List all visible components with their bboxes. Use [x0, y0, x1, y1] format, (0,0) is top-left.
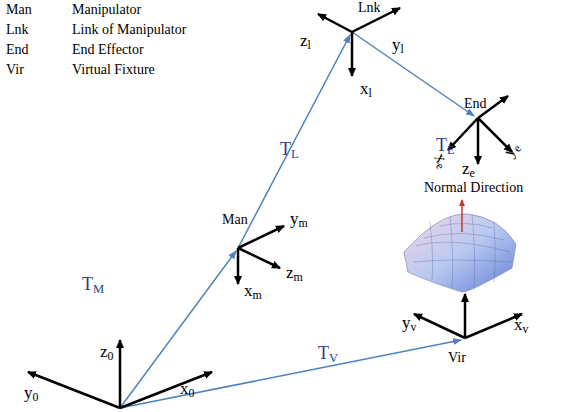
- axes: [28, 8, 522, 408]
- axis-label: yl: [392, 36, 404, 55]
- axis-label: zl: [300, 32, 311, 51]
- abbreviation: End: [6, 42, 29, 57]
- axis-label: xv: [514, 316, 528, 335]
- axis-label: z0: [100, 343, 114, 362]
- transform-label: TM: [82, 275, 104, 295]
- abbreviation: Vir: [6, 62, 24, 77]
- axis-label: ye: [500, 139, 523, 161]
- frame-name: Lnk: [358, 0, 381, 15]
- transform-lines: [120, 32, 474, 408]
- frame-name: End: [464, 96, 487, 111]
- key-text: Link of Manipulator: [72, 22, 186, 37]
- axis-label: yv: [402, 314, 416, 333]
- surface-plot: [404, 200, 516, 292]
- axis-label: xe: [430, 150, 453, 171]
- direction-label: Normal Direction: [424, 180, 523, 195]
- axis-label: ym: [290, 210, 308, 229]
- axis-label: ze: [462, 160, 475, 179]
- axis-label: xl: [360, 80, 372, 99]
- key-text: End Effector: [72, 42, 144, 57]
- axis-label: zm: [286, 264, 303, 283]
- key-text: Virtual Fixture: [72, 62, 155, 77]
- frame-name: Vir: [448, 350, 466, 365]
- key-text: Manipulator: [72, 2, 141, 17]
- abbreviation: Lnk: [6, 22, 29, 37]
- axis-label: xm: [244, 282, 262, 301]
- transform-label: TV: [318, 344, 338, 364]
- axis-label: y0: [24, 384, 38, 403]
- axis-label: x0: [180, 380, 194, 399]
- frame-name: Man: [222, 212, 248, 227]
- abbreviation: Man: [6, 2, 32, 17]
- transform-label: TL: [280, 140, 299, 160]
